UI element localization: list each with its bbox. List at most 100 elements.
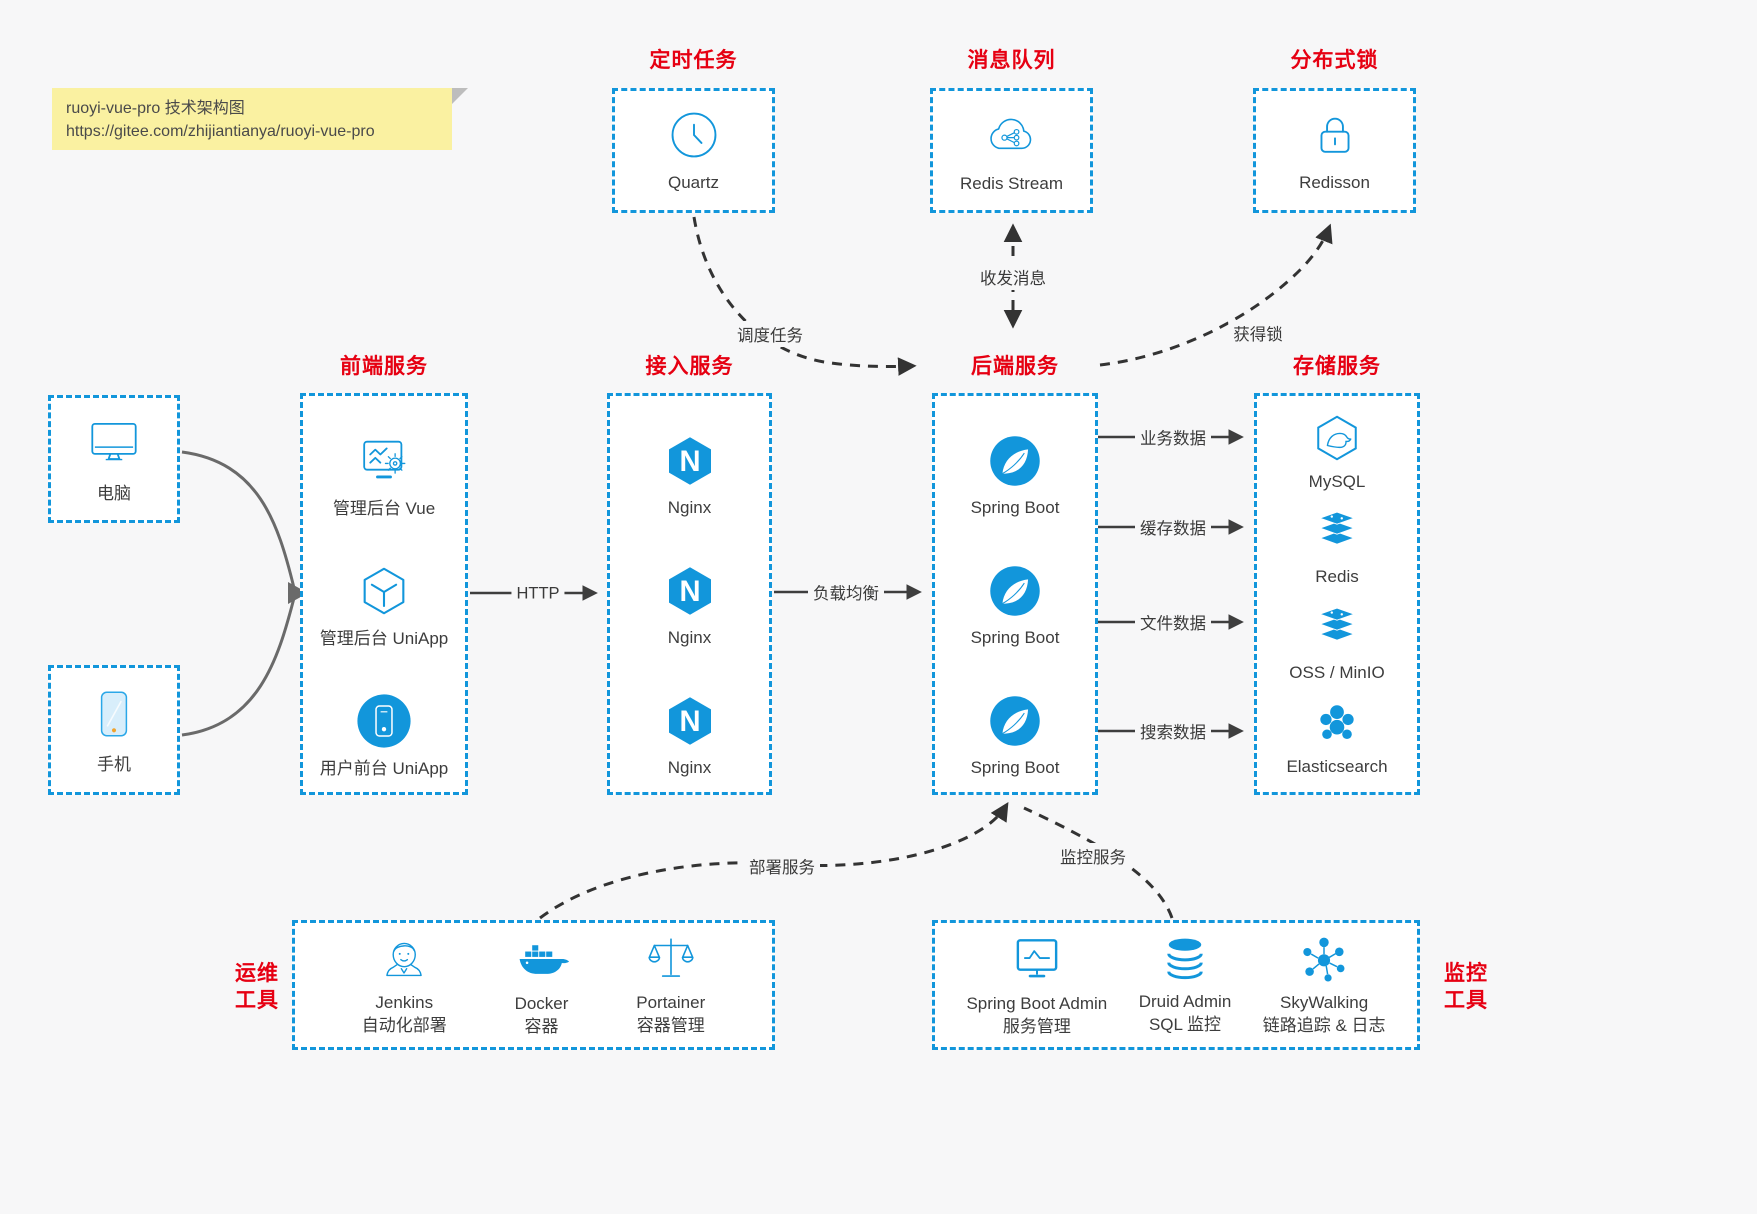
node-label-main: Druid Admin: [1138, 992, 1232, 1012]
node-label: Jenkins 自动化部署: [362, 992, 447, 1038]
spring-boot-node: Spring Boot: [935, 680, 1095, 792]
backend-box: Spring Boot Spring Boot Spring Boot: [932, 393, 1098, 795]
storage-box: MySQL Redis: [1254, 393, 1420, 795]
edge-label-acquire-lock: 获得锁: [1228, 320, 1288, 346]
node-label: Spring Boot Admin 服务管理: [966, 993, 1107, 1039]
edge-label-http: HTTP: [511, 583, 565, 605]
node-label-sub: 服务管理: [1002, 1017, 1071, 1036]
frontend-box: 管理后台 Vue 管理后台 UniApp 用户前台 UniApp: [300, 393, 468, 795]
group-title-monitor-tools: 监控 工具: [1437, 960, 1495, 1015]
group-title-message-queue: 消息队列: [967, 49, 1056, 72]
node-label-sub: 容器管理: [636, 1016, 705, 1035]
group-title-scheduled-task: 定时任务: [649, 49, 738, 72]
edge-label-load-balance: 负载均衡: [808, 579, 884, 605]
svg-text:N: N: [679, 706, 700, 738]
node-label: Redis Stream: [960, 173, 1063, 193]
redisson-box: Redisson: [1253, 88, 1416, 213]
node-label: Spring Boot: [970, 757, 1060, 777]
node-label: Spring Boot: [970, 497, 1060, 517]
schedule-task-arrow: [692, 216, 917, 376]
node-label: OSS / MinIO: [1289, 662, 1385, 682]
group-title-backend: 后端服务: [971, 355, 1059, 378]
elasticsearch-icon: [1320, 704, 1354, 739]
group-title-frontend: 前端服务: [340, 355, 428, 378]
spring-boot-node: Spring Boot: [935, 420, 1095, 532]
client-arrowhead: [288, 582, 308, 604]
cloud-mq-icon: [982, 106, 1040, 164]
node-label: 用户前台 UniApp: [319, 758, 449, 778]
edge-label-monitor-service: 监控服务: [1055, 843, 1131, 869]
jenkins-icon: [377, 932, 431, 986]
node-label: Quartz: [667, 172, 720, 192]
ops-title-line2: 工具: [235, 989, 279, 1013]
node-label-main: Spring Boot Admin: [966, 994, 1108, 1014]
note-url: https://gitee.com/zhijiantianya/ruoyi-vu…: [66, 123, 375, 141]
druid-admin-node: Druid Admin SQL 监控: [1138, 933, 1232, 1037]
portainer-node: Portainer 容器管理: [636, 932, 705, 1038]
skywalking-icon: [1303, 937, 1345, 982]
node-label-main: SkyWalking: [1280, 993, 1369, 1013]
mobile-client-node: 手机: [83, 683, 145, 777]
druid-icon: [1159, 938, 1211, 985]
node-label-main: Portainer: [636, 993, 706, 1013]
ops-title-line1: 运维: [235, 962, 279, 985]
quartz-box: Quartz: [612, 88, 775, 213]
admin-uniapp-node: 管理后台 UniApp: [303, 550, 465, 662]
node-label-main: Docker: [514, 994, 569, 1014]
quartz-node: Quartz: [666, 107, 722, 195]
note-title: ruoyi-vue-pro 技术架构图: [66, 100, 245, 117]
node-label: Nginx: [667, 757, 712, 777]
edge-label-send-receive-message: 收发消息: [975, 264, 1051, 290]
edge-label-cache-data: 缓存数据: [1135, 514, 1211, 540]
node-label-sub: 自动化部署: [361, 1016, 447, 1035]
redis-icon: [1311, 506, 1363, 558]
edge-label-search-data: 搜索数据: [1135, 718, 1211, 744]
nginx-icon: N: [668, 696, 711, 745]
node-label: Nginx: [667, 627, 712, 647]
nginx-node: N Nginx: [610, 420, 769, 532]
desktop-icon: [83, 412, 145, 474]
group-title-gateway: 接入服务: [645, 355, 734, 378]
node-label: 手机: [97, 755, 131, 775]
ops-tools-box: Jenkins 自动化部署 Docker 容器: [292, 920, 775, 1050]
spring-boot-node: Spring Boot: [935, 550, 1095, 662]
monitor-tools-box: Spring Boot Admin 服务管理 Druid Admin SQL 监…: [932, 920, 1420, 1050]
monitor-service-arrow: [1023, 806, 1174, 919]
monitor-title-line1: 监控: [1444, 962, 1488, 985]
edge-label-business-data: 业务数据: [1135, 424, 1211, 450]
node-label-sub: 容器: [524, 1017, 559, 1036]
spring-icon: [990, 695, 1040, 746]
redis-node: Redis: [1257, 502, 1417, 592]
nginx-node: N Nginx: [610, 680, 769, 792]
user-uniapp-node: 用户前台 UniApp: [303, 680, 465, 792]
spring-icon: [990, 565, 1040, 616]
oss-icon: [1311, 602, 1363, 654]
clock-icon: [666, 107, 722, 163]
redis-stream-node: Redis Stream: [960, 106, 1063, 196]
node-label: Nginx: [667, 497, 712, 517]
nginx-node: N Nginx: [610, 550, 769, 662]
node-label-sub: SQL 监控: [1148, 1015, 1222, 1034]
svg-text:N: N: [679, 576, 700, 608]
edge-label-deploy-service: 部署服务: [744, 853, 820, 879]
group-title-storage: 存储服务: [1293, 355, 1381, 378]
node-label-main: Jenkins: [375, 993, 434, 1013]
node-label: MySQL: [1308, 471, 1366, 491]
svg-text:N: N: [679, 446, 700, 478]
redisson-node: Redisson: [1299, 107, 1370, 195]
oss-minio-node: OSS / MinIO: [1257, 596, 1417, 690]
nginx-icon: N: [668, 566, 711, 615]
node-label: 电脑: [97, 484, 131, 504]
monitor-title-line2: 工具: [1444, 989, 1488, 1013]
node-label: Elasticsearch: [1286, 756, 1388, 776]
node-label: Docker 容器: [515, 993, 569, 1039]
sticky-note: ruoyi-vue-pro 技术架构图 https://gitee.com/zh…: [52, 88, 468, 150]
mobile-client-box: 手机: [48, 665, 180, 795]
client-to-frontend-arrow: [181, 450, 296, 737]
node-label: SkyWalking 链路追踪 & 日志: [1263, 992, 1386, 1038]
user-app-icon: [357, 693, 411, 748]
node-label: Portainer 容器管理: [636, 992, 705, 1038]
skywalking-node: SkyWalking 链路追踪 & 日志: [1263, 932, 1386, 1038]
node-label: Redisson: [1299, 172, 1370, 192]
